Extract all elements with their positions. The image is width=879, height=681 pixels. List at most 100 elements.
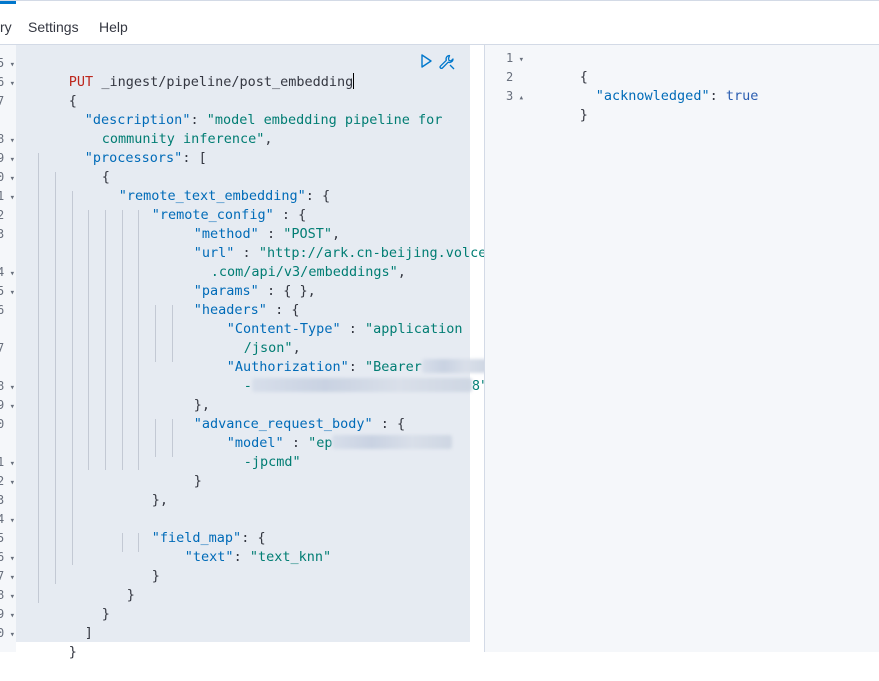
json-string: -jpcmd": [243, 454, 301, 470]
line-number: 6 ▾: [0, 550, 16, 564]
redacted-token: [251, 378, 472, 392]
request-code-area[interactable]: PUT _ingest/pipeline/post_embedding { "d…: [16, 45, 496, 660]
menu-item-help[interactable]: Help: [99, 19, 128, 35]
fold-toggle-icon[interactable]: ▾: [4, 611, 16, 621]
json-key: "processors": [84, 150, 183, 166]
line-number: 5 ▾: [0, 284, 16, 298]
code-line: },: [103, 472, 168, 508]
code-line: }: [531, 87, 588, 123]
json-key: "model": [226, 435, 284, 451]
indent-guide: [72, 191, 73, 565]
fold-toggle-icon[interactable]: ▾: [4, 79, 16, 89]
line-number: 2: [506, 70, 514, 84]
fold-toggle-icon[interactable]: ▾: [4, 269, 16, 279]
indent-guide: [138, 210, 139, 470]
menu-bar: ry Settings Help: [0, 0, 879, 44]
code-line: "Content-Type" : "application: [226, 321, 463, 337]
line-number: 1 ▾: [0, 189, 16, 203]
indent-guide: [55, 172, 56, 584]
fold-toggle-icon[interactable]: ▾: [4, 554, 16, 564]
line-number: 6 ▾: [0, 75, 16, 89]
code-line: "method" : "POST",: [193, 226, 341, 242]
json-string: community inference": [101, 131, 265, 147]
line-number: 9 ▾: [0, 398, 16, 412]
request-line[interactable]: PUT _ingest/pipeline/post_embedding: [20, 54, 355, 90]
active-tab-indicator: [0, 1, 16, 4]
code-line: "headers" : {: [193, 302, 300, 318]
fold-toggle-icon[interactable]: ▾: [4, 573, 16, 583]
fold-toggle-icon[interactable]: ▾: [4, 459, 16, 469]
request-actions: [418, 53, 460, 73]
code-line: "description": "model embedding pipeline…: [84, 112, 443, 128]
json-key: "params": [193, 283, 259, 299]
fold-toggle-icon[interactable]: ▾: [4, 155, 16, 165]
code-line: "params" : { },: [193, 283, 316, 299]
fold-toggle-icon[interactable]: ▾: [4, 136, 16, 146]
json-brace: }: [68, 644, 77, 660]
json-string: "application: [364, 321, 463, 337]
json-key: "method": [193, 226, 259, 242]
line-number: 8 ▾: [0, 132, 16, 146]
fold-toggle-icon[interactable]: ▾: [4, 478, 16, 488]
code-line: "remote_text_embedding": {: [118, 188, 331, 204]
fold-toggle-icon[interactable]: ▾: [4, 193, 16, 203]
fold-toggle-icon[interactable]: ▾: [4, 383, 16, 393]
line-number: 3: [0, 227, 5, 241]
wrench-icon[interactable]: [438, 53, 456, 71]
json-brace: }: [579, 107, 588, 123]
menu-item-settings[interactable]: Settings: [28, 19, 79, 35]
code-line: "text": "text_knn": [184, 549, 332, 565]
fold-toggle-icon[interactable]: ▾: [4, 60, 16, 70]
json-key: "headers": [193, 302, 267, 318]
line-number: 9 ▾: [0, 151, 16, 165]
line-number: 8 ▾: [0, 379, 16, 393]
fold-toggle-icon[interactable]: ▾: [4, 630, 16, 640]
code-line: "processors": [: [84, 150, 207, 166]
json-string: "ep: [308, 435, 333, 451]
json-brace: {: [101, 169, 110, 185]
code-line: }: [103, 548, 160, 584]
json-key: "remote_config": [151, 207, 274, 223]
json-key: "field_map": [151, 530, 242, 546]
indent-guide: [122, 210, 123, 470]
code-line: {: [531, 49, 588, 85]
fold-toggle-icon[interactable]: ▾: [4, 592, 16, 602]
json-key: "Authorization": [226, 359, 349, 375]
code-line: "model" : "ep: [178, 415, 453, 451]
line-number: 7: [0, 341, 5, 355]
code-line: "url" : "http://ark.cn-beijing.volces: [193, 245, 495, 261]
fold-toggle-icon[interactable]: ▾: [4, 402, 16, 412]
line-number: 9 ▾: [0, 607, 16, 621]
line-number: 0: [0, 417, 5, 431]
line-number: 7 ▾: [0, 569, 16, 583]
code-line: }: [20, 624, 77, 660]
code-line: -8": [195, 358, 488, 394]
fold-toggle-icon[interactable]: ▴: [513, 93, 525, 103]
play-icon[interactable]: [418, 53, 436, 71]
json-string: .com/api/v3/embeddings": [210, 264, 398, 280]
code-line: }: [145, 453, 202, 489]
json-key: "acknowledged": [595, 88, 710, 104]
fold-toggle-icon[interactable]: ▾: [4, 174, 16, 184]
json-brace: }: [126, 587, 135, 603]
code-line: }: [53, 586, 110, 622]
pane-resizer[interactable]: [484, 45, 485, 652]
response-code-area: { "acknowledged": true }: [527, 45, 879, 652]
code-line: },: [145, 377, 210, 413]
fold-toggle-icon[interactable]: ▾: [513, 55, 525, 65]
indent-guide: [88, 210, 89, 470]
line-number: 7: [0, 94, 5, 108]
json-brace: {: [68, 93, 77, 109]
fold-toggle-icon[interactable]: ▾: [4, 288, 16, 298]
code-line: "field_map": {: [151, 530, 266, 546]
json-bool: true: [725, 88, 759, 104]
json-key: "Content-Type": [226, 321, 341, 337]
line-number: 8 ▾: [0, 588, 16, 602]
fold-toggle-icon[interactable]: ▾: [4, 516, 16, 526]
menu-item-history[interactable]: ry: [0, 19, 12, 35]
indent-guide: [155, 419, 156, 457]
json-string: "Bearer: [364, 359, 422, 375]
code-line: "remote_config" : {: [151, 207, 307, 223]
